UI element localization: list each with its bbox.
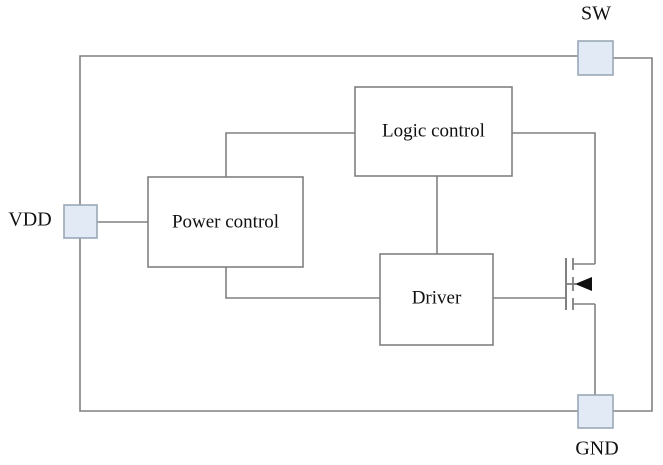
wire-vdd-rail-top [79,55,578,221]
block-driver[interactable]: Driver [379,253,494,346]
wire-sw-to-gnd-right [613,57,653,412]
pad-sw[interactable]: SW [577,3,614,76]
vdd-pad-rect[interactable] [63,204,98,239]
gnd-pin-label: GND [575,438,618,460]
driver-rect[interactable] [379,253,494,346]
logic-control-rect[interactable] [354,86,513,177]
logic-control-label: Logic control [382,120,485,141]
wire-logic-control-to-drain [512,132,596,264]
driver-label: Driver [412,287,462,308]
power-control-label: Power control [172,211,279,232]
wire-power-control-to-driver [225,267,380,299]
wire-power-control-to-logic-control [225,132,355,177]
gnd-pad-rect[interactable] [577,394,614,429]
sw-pin-label: SW [581,3,611,25]
block-logic-control[interactable]: Logic control [354,86,513,177]
power-nmos-transistor [565,258,592,310]
pad-vdd[interactable]: VDD [8,204,98,239]
wire-gnd-rail-bottom [79,221,578,412]
mosfet-arrow-icon [575,277,592,291]
pad-gnd[interactable]: GND [575,394,619,460]
power-control-rect[interactable] [147,176,304,268]
sw-pad-rect[interactable] [577,40,614,76]
vdd-pin-label: VDD [8,209,51,231]
block-power-control[interactable]: Power control [147,176,304,268]
